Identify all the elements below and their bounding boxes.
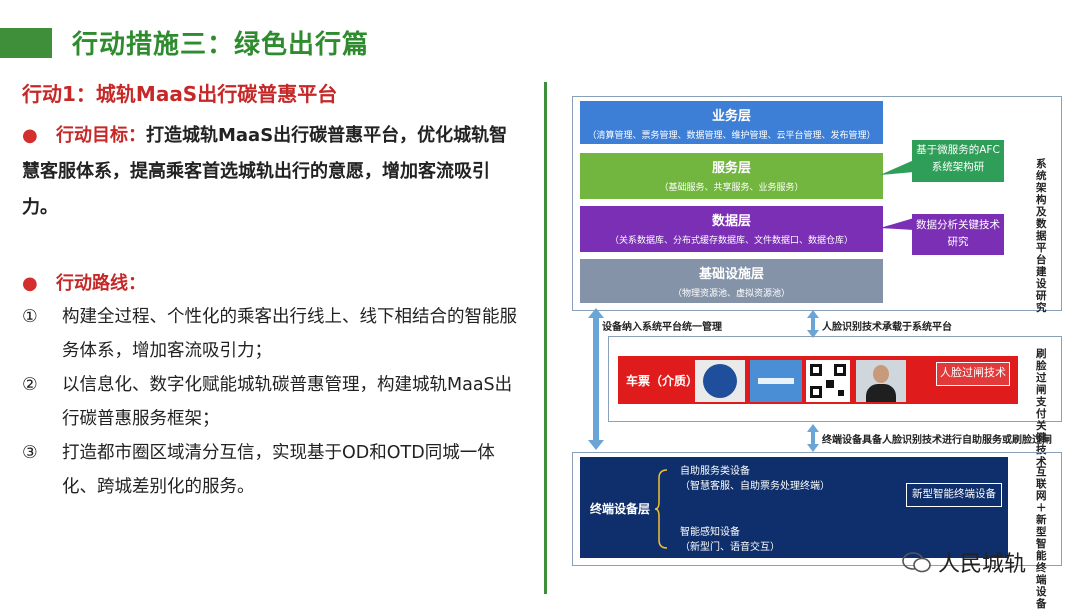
self-service-devices-detail: （智慧客服、自助票务处理终端）: [680, 477, 830, 492]
callout-pointer-icon: [880, 160, 914, 175]
layer-title: 数据层: [580, 210, 883, 229]
infrastructure-layer: 基础设施层 （物理资源池、虚拟资源池）: [580, 259, 883, 303]
terminal-layer-title: 终端设备层: [590, 500, 650, 517]
data-layer: 数据层 （关系数据库、分布式缓存数据库、文件数据口、数据仓库）: [580, 206, 883, 252]
layer-subtitle: （物理资源池、虚拟资源池）: [580, 286, 883, 299]
callout-text: 基于微服务的AFC系统架构研: [916, 144, 1000, 173]
new-terminal-text: 新型智能终端设备: [912, 488, 996, 500]
token-coin-image: [695, 360, 745, 402]
ticket-label: 车票（介质）: [626, 372, 698, 389]
smart-sensing-devices: 智能感知设备: [680, 523, 740, 538]
callout-pointer-icon: [880, 218, 914, 230]
layer-subtitle: （基础服务、共享服务、业务服务）: [580, 180, 883, 193]
qr-code-image: [806, 360, 850, 402]
side-label-payment: 刷脸过闸支付关键技术: [1036, 348, 1050, 468]
layer-subtitle: （清算管理、票务管理、数据管理、维护管理、云平台管理、发布管理）: [580, 128, 883, 141]
side-label-internet-plus: 互联网＋新型智能终端设备: [1036, 466, 1050, 610]
label-face-recognition: 人脸识别技术承载于系统平台: [822, 318, 952, 333]
smart-sensing-devices-detail: （新型门、语音交互）: [680, 538, 780, 553]
wechat-icon: [902, 550, 932, 574]
face-gate-text: 人脸过闸技术: [940, 366, 1006, 379]
side-label-system: 系统架构及数据平台建设研究: [1036, 158, 1050, 314]
watermark-text: 人民城轨: [938, 546, 1026, 578]
self-service-devices: 自助服务类设备: [680, 462, 750, 477]
bracket-icon: [655, 468, 669, 550]
layer-title: 服务层: [580, 157, 883, 176]
layer-title: 业务层: [580, 105, 883, 124]
data-analysis-callout: 数据分析关键技术研究: [912, 214, 1004, 255]
face-photo-image: [856, 360, 906, 402]
label-terminal-face: 终端设备具备人脸识别技术进行自助服务或刷脸过闸: [822, 431, 1052, 446]
layer-title: 基础设施层: [580, 263, 883, 282]
wechat-watermark: 人民城轨: [902, 546, 1026, 578]
face-gate-badge: 人脸过闸技术: [936, 362, 1010, 386]
callout-text: 数据分析关键技术研究: [916, 219, 1000, 248]
business-layer: 业务层 （清算管理、票务管理、数据管理、维护管理、云平台管理、发布管理）: [580, 101, 883, 144]
label-device-management: 设备纳入系统平台统一管理: [602, 318, 722, 333]
microservice-callout: 基于微服务的AFC系统架构研: [912, 140, 1004, 182]
smart-card-image: [750, 360, 802, 402]
double-arrow-icon: [806, 424, 820, 452]
layer-subtitle: （关系数据库、分布式缓存数据库、文件数据口、数据仓库）: [580, 233, 883, 246]
service-layer: 服务层 （基础服务、共享服务、业务服务）: [580, 153, 883, 199]
double-arrow-icon: [806, 310, 820, 338]
new-terminal-badge: 新型智能终端设备: [906, 483, 1002, 507]
